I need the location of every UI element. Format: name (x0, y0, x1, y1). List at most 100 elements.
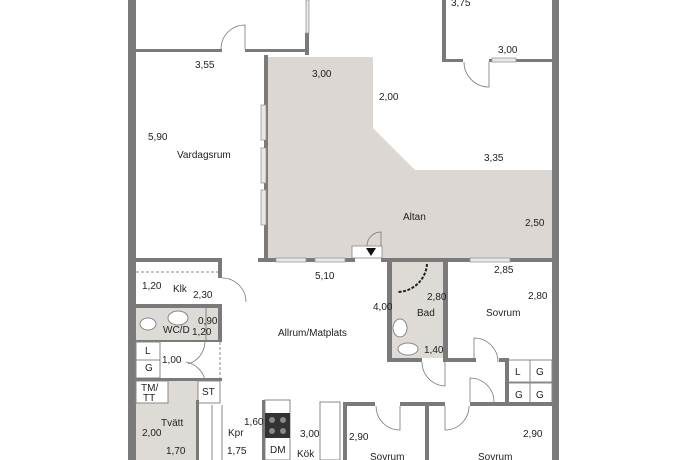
wall (218, 258, 222, 278)
wall (381, 258, 552, 262)
dimension-label: 3,00 (300, 429, 320, 440)
st-box (197, 380, 221, 404)
dimension-label: 2,00 (379, 92, 399, 103)
shower-curtain (396, 263, 428, 294)
fixture-label: TM/ (141, 383, 158, 394)
wall (258, 258, 355, 262)
wall (262, 400, 265, 460)
wall (136, 304, 222, 308)
fixture-label: L (145, 346, 151, 357)
wall (387, 260, 392, 362)
window (469, 257, 511, 263)
room-label-klk: Klk (173, 284, 188, 295)
tmtt-box (135, 380, 169, 404)
door (463, 61, 490, 88)
outer-wall-left (128, 0, 136, 460)
room-label-wcd: WC/D (163, 325, 190, 336)
wall (442, 0, 446, 62)
wall (470, 402, 552, 406)
room-label-tvatt: Tvätt (161, 418, 183, 429)
room-label-kok: Kök (297, 449, 315, 460)
door (473, 337, 499, 363)
fixture-label: G (515, 390, 523, 401)
dimension-label: 1,70 (166, 446, 186, 457)
wall (136, 258, 222, 262)
door (421, 361, 446, 387)
wall (305, 33, 309, 55)
dimension-label: 1,00 (162, 355, 182, 366)
dimension-label: 3,75 (451, 0, 471, 9)
wall (136, 49, 222, 52)
dimension-label: 2,50 (525, 218, 545, 229)
window (275, 257, 307, 263)
door (366, 231, 382, 247)
dimension-label: 1,40 (424, 345, 444, 356)
altan-floor (268, 57, 552, 258)
door (221, 277, 247, 303)
door (187, 341, 206, 365)
altan-door[interactable] (351, 245, 383, 259)
wall (218, 304, 222, 342)
dimension-label: 2,80 (427, 292, 447, 303)
sink-icon (167, 310, 189, 326)
sink-icon (392, 318, 408, 338)
wall (489, 59, 552, 62)
wall (505, 358, 509, 406)
window (260, 147, 267, 184)
window (305, 0, 310, 34)
room-label-sovrum: Sovrum (478, 452, 512, 460)
wall (387, 358, 422, 362)
dimension-label: 3,00 (498, 45, 518, 56)
dimension-label: 2,30 (193, 290, 213, 301)
room-label-sovrum: Sovrum (486, 308, 520, 319)
wall (196, 400, 199, 460)
dimension-label: 2,80 (528, 291, 548, 302)
bad-floor (392, 262, 443, 358)
wall (442, 59, 463, 62)
room-label-kpr: Kpr (228, 428, 244, 439)
dimension-label: 2,90 (523, 429, 543, 440)
door (444, 405, 470, 431)
dimension-label: 5,10 (315, 271, 335, 282)
toilet-icon (139, 317, 157, 331)
room-label-bad: Bad (417, 308, 435, 319)
stove-icon (265, 413, 290, 438)
dimension-label: 0,90 (198, 316, 218, 327)
wall (400, 402, 445, 406)
door (375, 405, 401, 431)
wall (136, 340, 222, 342)
dimension-label: 1,20 (192, 327, 212, 338)
fixture-label: L (515, 367, 521, 378)
window (314, 257, 346, 263)
dimension-label: 3,55 (195, 60, 215, 71)
fixture-label: TT (143, 393, 155, 404)
wall (443, 260, 448, 362)
dimension-label: 5,90 (148, 132, 168, 143)
room-label-sovrum: Sovrum (370, 452, 404, 460)
dimension-label: 3,35 (484, 153, 504, 164)
fixture-label: ST (202, 387, 215, 398)
wall (499, 358, 509, 362)
room-label-allrum: Allrum/Matplats (278, 328, 347, 339)
column (319, 401, 341, 460)
outer-wall-right (552, 0, 559, 460)
room-label-altan: Altan (403, 212, 426, 223)
window (260, 104, 267, 141)
room-label-vardagsrum: Vardagsrum (177, 150, 231, 161)
dimension-label: 1,20 (142, 281, 162, 292)
fixture-label: G (536, 367, 544, 378)
dimension-label: 2,90 (349, 432, 369, 443)
window (491, 57, 517, 63)
wall (245, 49, 308, 52)
door (185, 361, 206, 381)
fixture-label: G (536, 390, 544, 401)
wall (446, 358, 476, 362)
dimension-label: 1,60 (244, 417, 264, 428)
dimension-label: 4,00 (373, 302, 393, 313)
wall (425, 402, 429, 460)
wall (343, 402, 375, 406)
fixture-label: DM (270, 445, 286, 456)
dimension-label: 1,75 (227, 446, 247, 457)
dimension-label: 3,00 (312, 69, 332, 80)
